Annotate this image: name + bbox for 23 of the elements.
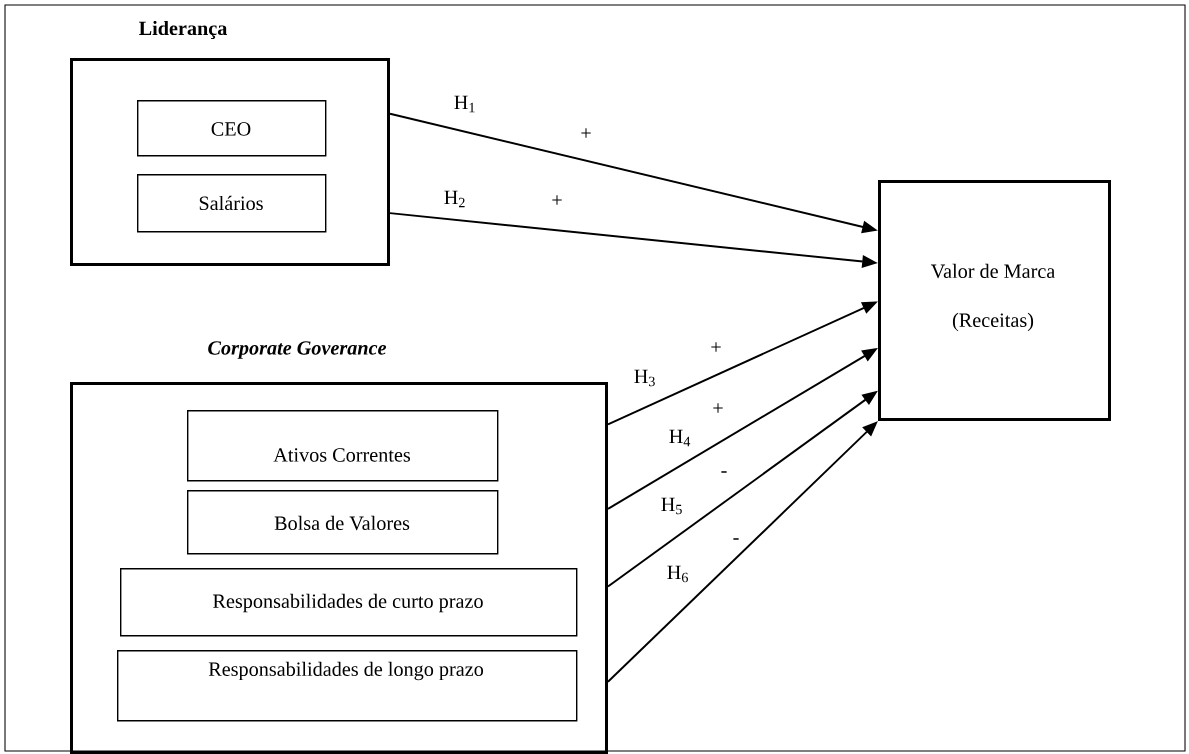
box-label: (Receitas) xyxy=(952,312,1034,332)
sign-label: - xyxy=(730,536,742,546)
edge-label: H$_{3}$ xyxy=(631,367,659,388)
sign-label: - xyxy=(718,469,730,479)
sign-label: + xyxy=(708,340,724,356)
box-label: Ativos Correntes xyxy=(273,448,411,462)
box-label: Salários xyxy=(199,195,263,211)
edge-label: H$_{2}$ xyxy=(442,189,469,209)
box-label: Valor de Marca xyxy=(930,263,1055,279)
edge-label: H$_{4}$ xyxy=(667,428,694,448)
edge-label: H$_{5}$ xyxy=(659,495,686,516)
box-label: Responsabilidades de longo prazo xyxy=(208,661,484,681)
box-label: CEO xyxy=(211,122,251,136)
sign-label: + xyxy=(549,193,565,209)
group-title: Liderança xyxy=(139,20,228,40)
sign-label: + xyxy=(578,126,594,142)
box-label: Responsabilidades de curto prazo xyxy=(213,593,483,613)
sign-label: + xyxy=(710,401,726,417)
box-label: Bolsa de Valores xyxy=(274,515,410,531)
edge-label: H$_{6}$ xyxy=(665,563,692,584)
edge-label: H$_{1}$ xyxy=(452,94,479,114)
arrow xyxy=(607,421,878,683)
group-title: Corporate Goverance xyxy=(208,341,387,359)
